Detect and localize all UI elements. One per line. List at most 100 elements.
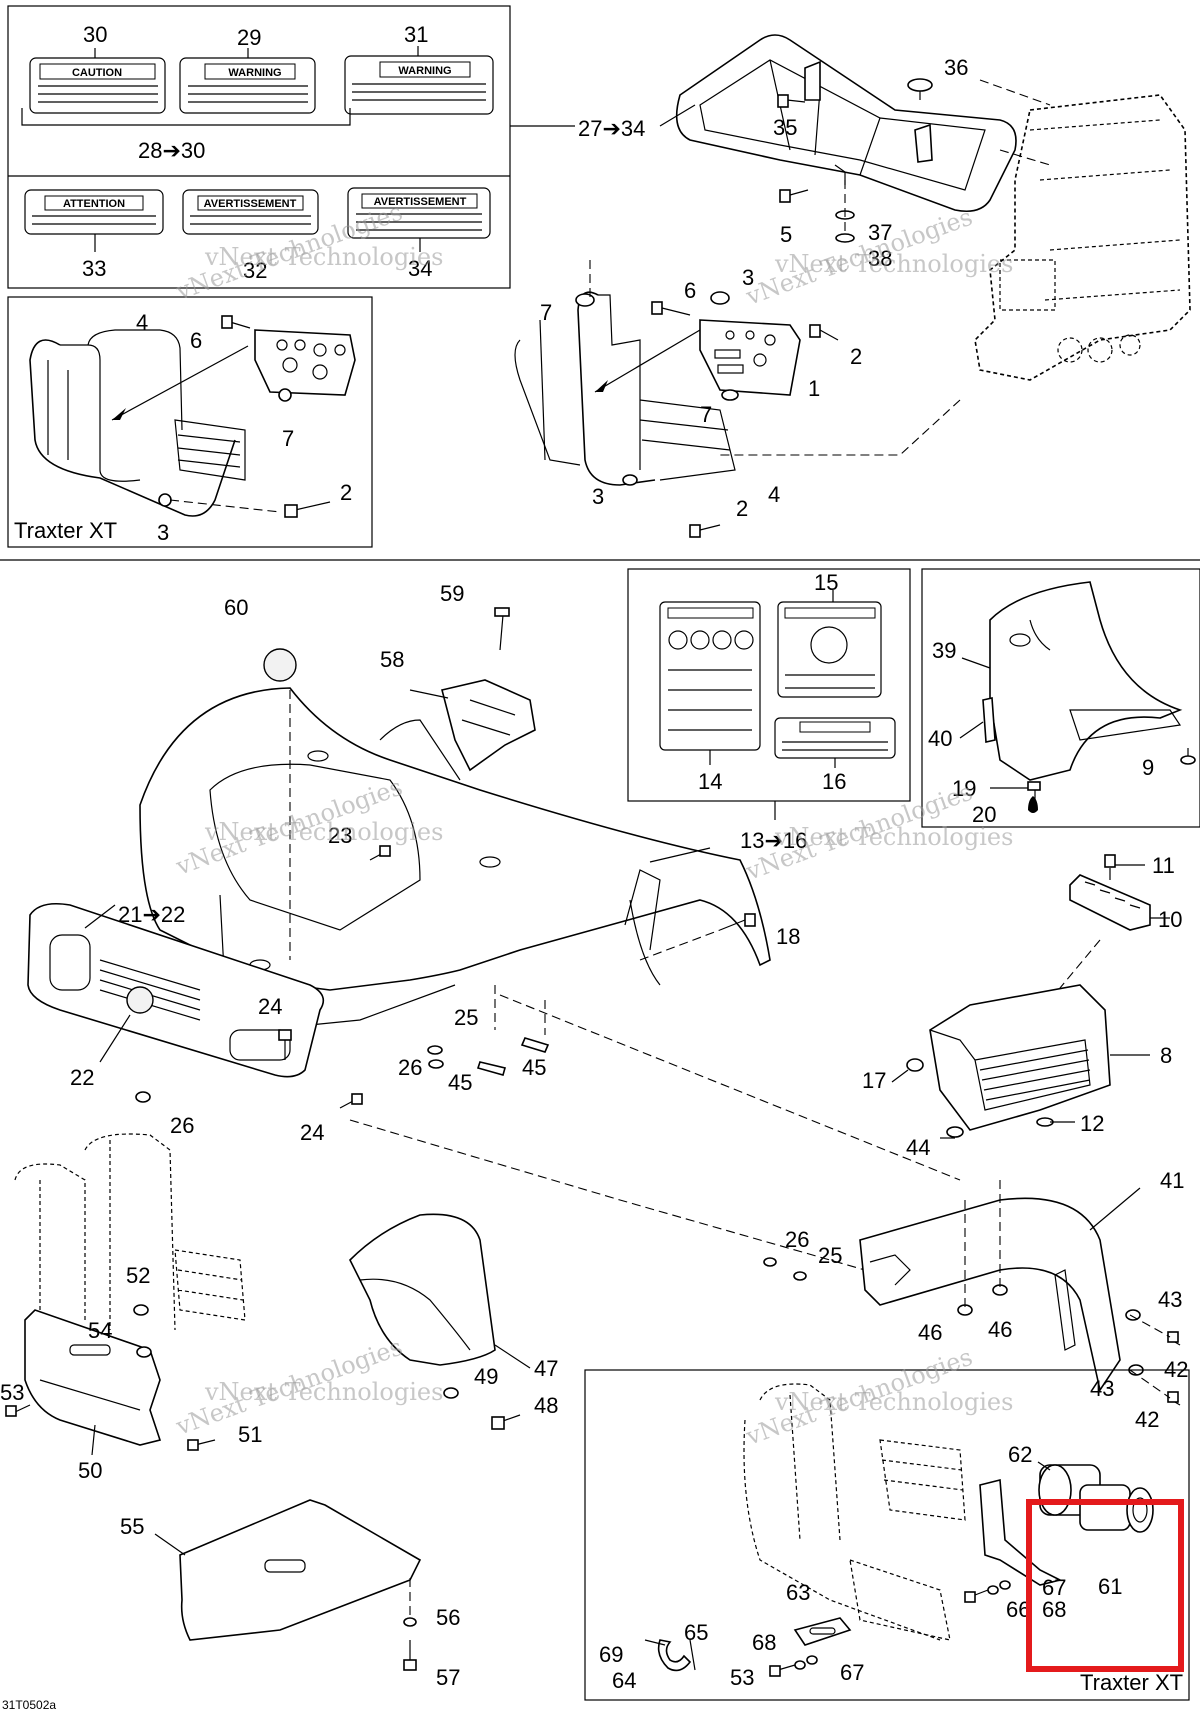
svg-text:vNext Technologies: vNext Technologies <box>774 1388 1013 1416</box>
model-label-bottom: Traxter XT <box>1080 1670 1183 1695</box>
front-rack-assembly: 27➔34 36 35 5 37 38 7 6 3 2 1 7 3 2 4 <box>514 34 1191 538</box>
callout-64: 64 <box>612 1668 636 1693</box>
decal-31: WARNING <box>344 55 494 115</box>
callout-3: 3 <box>157 520 169 545</box>
callout-46: 46 <box>988 1317 1012 1342</box>
vehicle-frame <box>974 94 1191 381</box>
svg-text:ATTENTION: ATTENTION <box>63 198 125 210</box>
callout-69: 69 <box>599 1642 623 1667</box>
callout-37: 37 <box>868 220 892 245</box>
callout-45: 45 <box>448 1070 472 1095</box>
callout-57: 57 <box>436 1665 460 1690</box>
callout-9: 9 <box>1142 755 1154 780</box>
callout-5: 5 <box>780 222 792 247</box>
callout-48: 48 <box>534 1393 558 1418</box>
callout-14: 14 <box>698 769 722 794</box>
callout-26: 26 <box>785 1227 809 1252</box>
callout-43: 43 <box>1158 1287 1182 1312</box>
callout-28-30: 28➔30 <box>138 138 205 163</box>
traxter-xt-inset-top: 4 6 7 2 3 Traxter XT <box>7 296 373 548</box>
decal-30: CAUTION <box>29 57 166 114</box>
callout-44: 44 <box>906 1135 930 1160</box>
decal-33: ATTENTION <box>24 189 164 235</box>
callout-3: 3 <box>592 484 604 509</box>
callout-26: 26 <box>398 1055 422 1080</box>
callout-19: 19 <box>952 776 976 801</box>
decal-panel-middle: 15 14 16 13➔16 <box>627 568 911 853</box>
callout-11: 11 <box>1152 853 1175 878</box>
callout-32: 32 <box>243 258 267 283</box>
callout-53: 53 <box>0 1380 24 1405</box>
svg-text:CAUTION: CAUTION <box>72 67 122 79</box>
callout-50: 50 <box>78 1458 102 1483</box>
callout-25: 25 <box>454 1005 478 1030</box>
callout-47: 47 <box>534 1356 558 1381</box>
callout-56: 56 <box>436 1605 460 1630</box>
callout-7: 7 <box>700 402 712 427</box>
callout-45: 45 <box>522 1055 546 1080</box>
mud-flap: 41 26 25 46 46 43 42 43 42 <box>763 1168 1188 1432</box>
callout-25: 25 <box>818 1243 842 1268</box>
callout-29: 29 <box>237 25 261 50</box>
callout-24: 24 <box>300 1120 324 1145</box>
callout-6: 6 <box>190 328 202 353</box>
side-panel-inset: 39 40 9 19 20 <box>921 568 1200 828</box>
model-label-top: Traxter XT <box>14 518 117 543</box>
callout-46: 46 <box>918 1320 942 1345</box>
callout-43: 43 <box>1090 1376 1114 1401</box>
callout-3: 3 <box>742 265 754 290</box>
highlight-box <box>1026 1499 1184 1672</box>
svg-text:WARNING: WARNING <box>228 67 281 79</box>
callout-31: 31 <box>404 22 428 47</box>
callout-16: 16 <box>822 769 846 794</box>
callout-26: 26 <box>170 1113 194 1138</box>
footrest-pad: 11 10 <box>1049 853 1182 1001</box>
callout-18: 18 <box>776 924 800 949</box>
decal-panel-top-left: CAUTION WARNING WARNING ATTENTION <box>7 5 575 289</box>
callout-41: 41 <box>1160 1168 1184 1193</box>
callout-40: 40 <box>928 726 952 751</box>
decal-34: AVERTISSEMENT <box>347 187 491 239</box>
callout-67: 67 <box>1042 1575 1066 1600</box>
callout-51: 51 <box>238 1422 262 1447</box>
callout-54: 54 <box>88 1318 112 1343</box>
callout-24: 24 <box>258 994 282 1019</box>
under-plate: 55 56 57 <box>120 1499 460 1690</box>
callout-7: 7 <box>282 426 294 451</box>
callout-60: 60 <box>224 595 248 620</box>
svg-text:AVERTISSEMENT: AVERTISSEMENT <box>374 196 467 208</box>
callout-68: 68 <box>1042 1597 1066 1622</box>
svg-text:vNext Technologies: vNext Technologies <box>774 823 1013 851</box>
callout-61: 61 <box>1098 1574 1122 1599</box>
skid-plate-assembly: 52 54 53 50 51 <box>0 1133 262 1483</box>
callout-17: 17 <box>862 1068 886 1093</box>
callout-35: 35 <box>773 115 797 140</box>
callout-67: 67 <box>840 1660 864 1685</box>
front-fender-body: 60 59 58 23 18 <box>139 581 800 1026</box>
callout-27-34: 27➔34 <box>578 116 645 141</box>
callout-8: 8 <box>1160 1043 1172 1068</box>
callout-6: 6 <box>684 278 696 303</box>
callout-10: 10 <box>1158 907 1182 932</box>
callout-23: 23 <box>328 823 352 848</box>
callout-36: 36 <box>944 55 968 80</box>
svg-text:AVERTISSEMENT: AVERTISSEMENT <box>204 198 297 210</box>
callout-65: 65 <box>684 1620 708 1645</box>
callout-34: 34 <box>408 256 432 281</box>
svg-text:vNext Technologies: vNext Technologies <box>204 1378 443 1406</box>
callout-39: 39 <box>932 638 956 663</box>
footwell: 8 17 12 44 <box>862 984 1172 1160</box>
callout-63: 63 <box>786 1580 810 1605</box>
callout-42: 42 <box>1135 1407 1159 1432</box>
front-grille: 21➔22 22 <box>27 902 325 1090</box>
svg-text:vNext Technologies: vNext Technologies <box>204 243 443 271</box>
callout-4: 4 <box>768 482 780 507</box>
callout-59: 59 <box>440 581 464 606</box>
callout-20: 20 <box>972 802 996 827</box>
decal-29: WARNING <box>179 57 316 114</box>
decal-32: AVERTISSEMENT <box>182 189 319 235</box>
splash-guard: 47 49 48 <box>349 1213 558 1430</box>
callout-30: 30 <box>83 22 107 47</box>
callout-52: 52 <box>126 1263 150 1288</box>
